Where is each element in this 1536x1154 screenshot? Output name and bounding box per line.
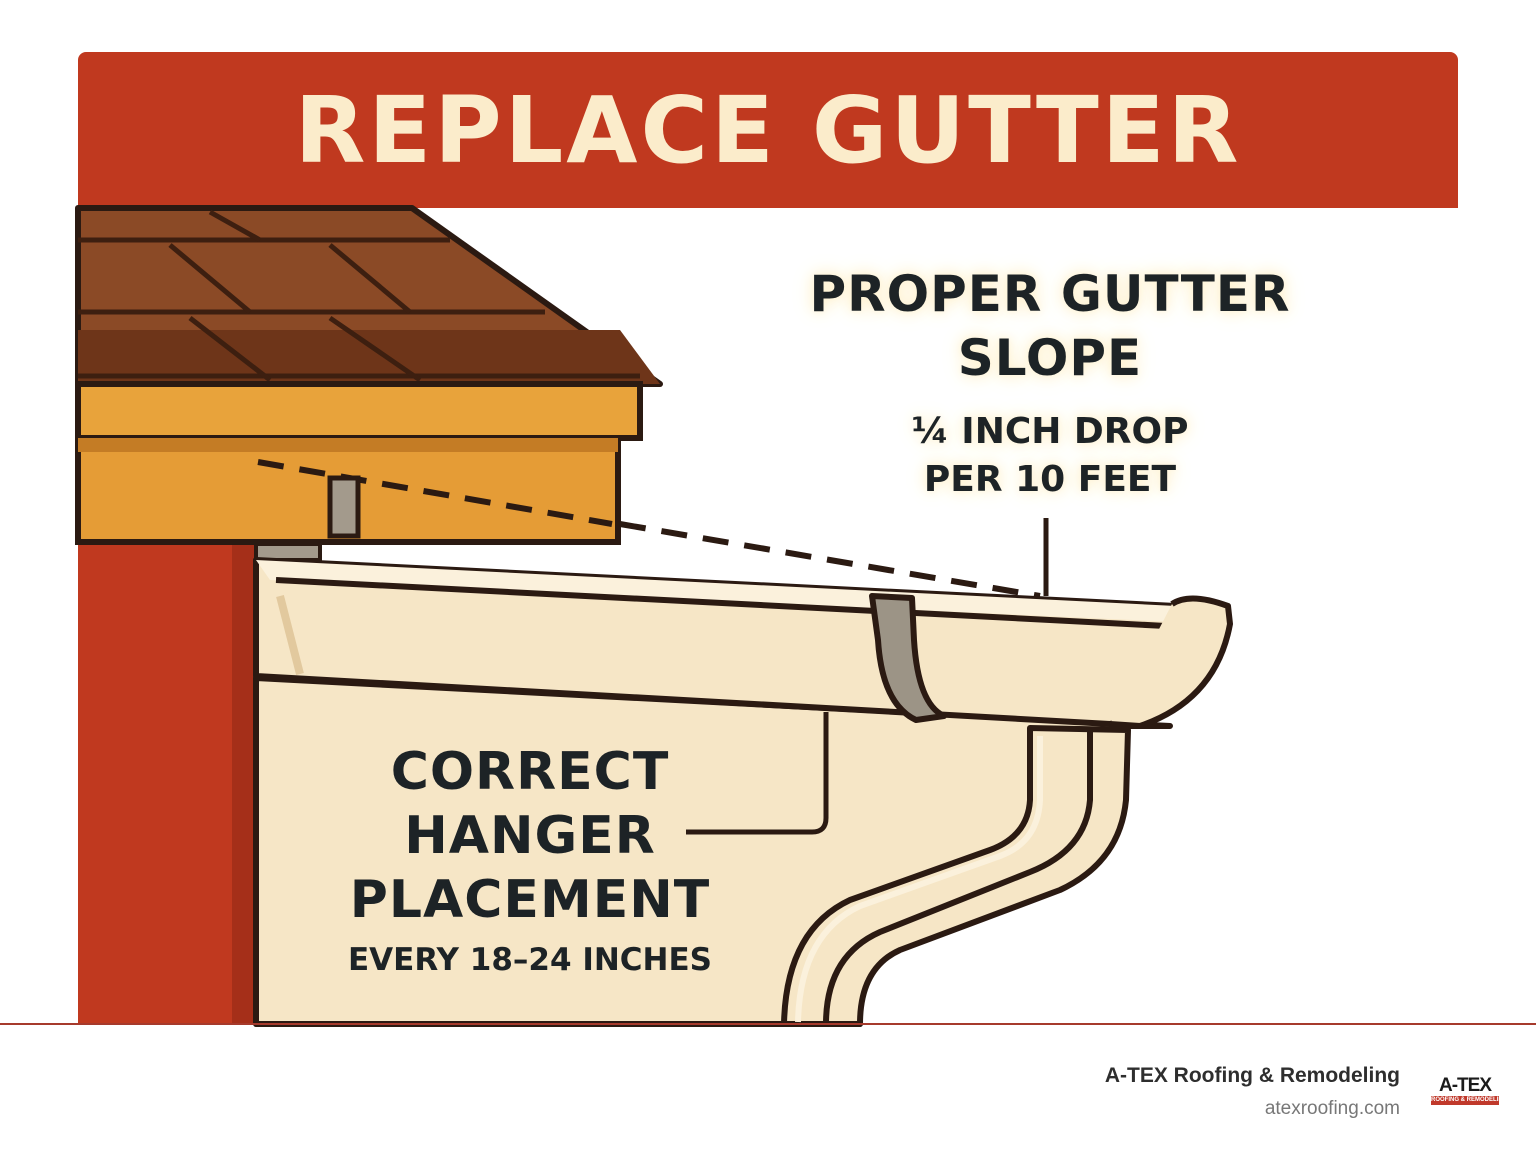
- gutter-hanger-strap: [869, 593, 947, 723]
- slope-heading-line-2: SLOPE: [957, 329, 1143, 387]
- logo-tagline: ROOFING & REMODELING: [1431, 1096, 1499, 1105]
- footer-divider: [0, 1023, 1536, 1025]
- hanger-heading-line-2: HANGER: [404, 806, 656, 866]
- roof-shingles: [75, 205, 663, 387]
- soffit-strip: [254, 542, 322, 562]
- slope-heading-line-1: PROPER GUTTER: [809, 265, 1291, 323]
- slope-detail-line-1: ¼ INCH DROP: [911, 411, 1189, 452]
- slope-detail-line-2: PER 10 FEET: [923, 459, 1177, 500]
- page-title: REPLACE GUTTER: [294, 76, 1242, 184]
- slope-dashed-line: [257, 459, 1041, 599]
- hanger-callout: CORRECT HANGER PLACEMENT EVERY 18–24 INC…: [300, 740, 760, 982]
- fascia-bracket: [327, 475, 361, 539]
- wall-shadow: [232, 540, 256, 1024]
- fascia-board: [75, 381, 643, 545]
- hanger-heading-line-3: PLACEMENT: [349, 870, 711, 930]
- title-banner: REPLACE GUTTER: [78, 52, 1458, 208]
- logo-wordmark: A-TEX: [1439, 1075, 1492, 1096]
- company-logo: A-TEX ROOFING & REMODELING: [1431, 1076, 1499, 1106]
- hanger-pointer-line: [686, 712, 829, 835]
- company-website[interactable]: atexroofing.com: [1264, 1098, 1400, 1119]
- house-wall: [78, 540, 256, 1024]
- company-name: A-TEX Roofing & Remodeling: [1104, 1064, 1400, 1087]
- hanger-detail: EVERY 18–24 INCHES: [347, 942, 712, 978]
- gutter-body: [253, 557, 1233, 729]
- slope-callout: PROPER GUTTER SLOPE ¼ INCH DROP PER 10 F…: [760, 262, 1340, 504]
- hanger-heading-line-1: CORRECT: [390, 742, 670, 802]
